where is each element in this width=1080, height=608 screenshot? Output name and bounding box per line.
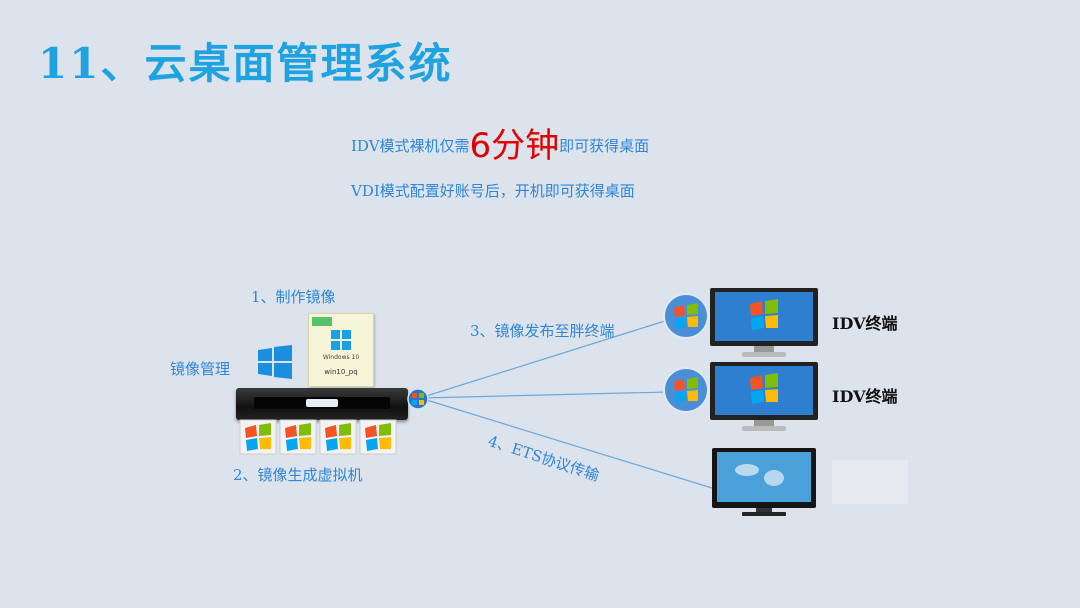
page-title: 11、云桌面管理系统 [38, 39, 453, 88]
image-tag-icon [312, 317, 332, 326]
vm-3-icon [319, 419, 357, 455]
idv-suffix: 即可获得桌面 [559, 137, 650, 155]
server-appliance[interactable] [236, 388, 408, 420]
idv-terminal-2[interactable] [662, 360, 822, 434]
idv-terminal-1[interactable] [662, 286, 822, 360]
vm-1-icon [239, 419, 277, 455]
image-card-file: win10_pq [324, 368, 358, 376]
image-file-card[interactable]: Windows 10 win10_pq [308, 313, 374, 387]
monitor-icon [712, 448, 816, 516]
terminal-1-label: IDV终端 [832, 314, 898, 333]
server-logo-icon [306, 399, 338, 407]
image-management-label: 镜像管理 [170, 360, 231, 378]
blank-panel [832, 460, 908, 504]
virtual-machines [239, 419, 397, 455]
vdi-statement: VDI模式配置好账号后，开机即可获得桌面 [351, 182, 635, 200]
windows10-icon [331, 330, 351, 350]
line-to-terminal-3 [419, 397, 713, 489]
line-to-terminal-2 [419, 391, 669, 399]
monitor-icon [710, 288, 818, 357]
vm-2-icon [279, 419, 317, 455]
windows-orb-icon [407, 388, 429, 410]
line-to-terminal-1 [419, 319, 669, 399]
vm-4-icon [359, 419, 397, 455]
idv-highlight: 6分钟 [469, 126, 560, 166]
idv-prefix: IDV模式裸机仅需 [351, 137, 470, 155]
step3-label: 3、镜像发布至胖终端 [470, 322, 615, 340]
step1-label: 1、制作镜像 [251, 288, 336, 306]
monitor-icon [710, 362, 818, 431]
idv-statement: IDV模式裸机仅需6分钟即可获得桌面 [351, 118, 649, 167]
image-card-label: Windows 10 [322, 354, 360, 361]
windows-orb-icon [663, 367, 709, 413]
windows-orb-icon [663, 293, 709, 339]
step2-label: 2、镜像生成虚拟机 [233, 466, 363, 484]
terminal-2-label: IDV终端 [832, 387, 898, 406]
vdi-terminal[interactable] [712, 446, 912, 518]
windows-logo-icon [258, 345, 292, 379]
